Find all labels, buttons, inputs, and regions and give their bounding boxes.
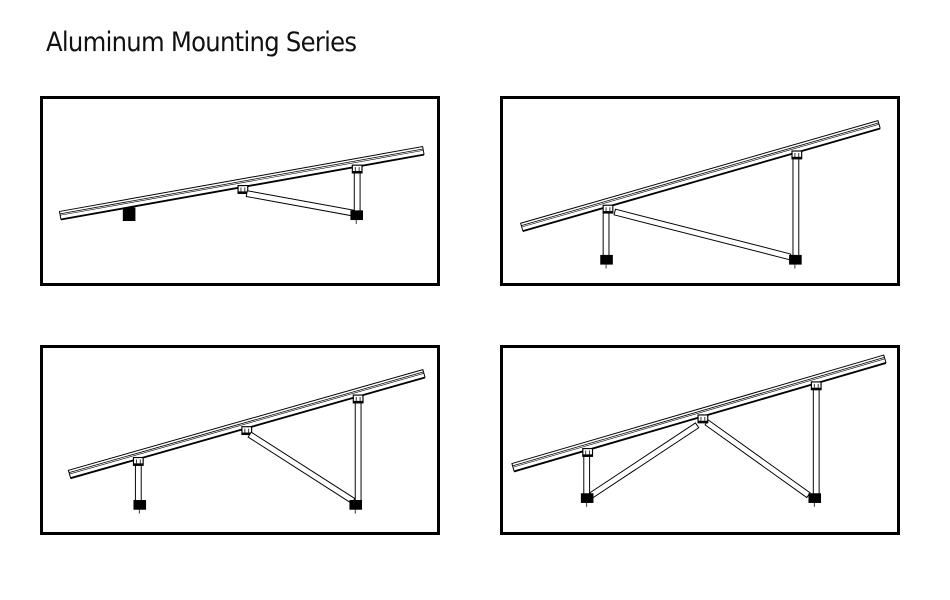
mounting-diagram-4: [500, 345, 900, 535]
support-leg: [583, 455, 591, 495]
foot-block: [580, 493, 594, 503]
rail-groove: [521, 124, 880, 228]
support-leg: [353, 171, 361, 212]
clamp-base: [792, 156, 802, 160]
foot-block: [133, 500, 147, 510]
support-leg: [354, 401, 362, 502]
mounting-diagram-1: [40, 96, 440, 286]
diagonal-brace: [245, 190, 356, 217]
clamp-base: [698, 420, 708, 424]
rail-groove: [68, 371, 424, 474]
support-leg: [812, 388, 820, 495]
rail-groove: [521, 122, 879, 226]
support-leg: [602, 212, 610, 257]
rail-groove: [512, 358, 885, 468]
diagram-4-drawing: [511, 354, 887, 507]
clamp-base: [811, 387, 822, 391]
clamp-base: [133, 463, 144, 466]
foot-block: [349, 500, 363, 510]
foot-block: [808, 493, 822, 503]
foot-block: [600, 254, 613, 265]
diagram-3-drawing: [67, 369, 426, 514]
foot-block: [122, 207, 136, 222]
rail-groove: [60, 150, 424, 216]
clamp-base: [353, 400, 363, 404]
foot-block: [789, 254, 802, 265]
diagonal-brace: [704, 419, 811, 499]
mounting-diagram-3: [40, 345, 440, 535]
support-leg: [134, 463, 142, 502]
diagonal-brace: [613, 208, 792, 261]
page-title: Aluminum Mounting Series: [46, 27, 357, 58]
diagram-1-drawing: [58, 146, 425, 224]
rail-groove: [59, 148, 424, 215]
support-leg: [792, 157, 800, 257]
clamp-base: [241, 432, 252, 435]
clamp-base: [603, 211, 613, 214]
rail-groove: [69, 373, 424, 475]
mounting-diagram-2: [500, 96, 900, 286]
clamp-base: [238, 191, 248, 194]
clamp-base: [582, 454, 593, 457]
rail-groove: [512, 357, 885, 467]
diagonal-brace: [247, 431, 356, 505]
foot-block: [350, 210, 363, 221]
diagram-2-drawing: [520, 120, 881, 269]
clamp-base: [352, 170, 363, 174]
rail-bottom-edge: [522, 127, 881, 233]
